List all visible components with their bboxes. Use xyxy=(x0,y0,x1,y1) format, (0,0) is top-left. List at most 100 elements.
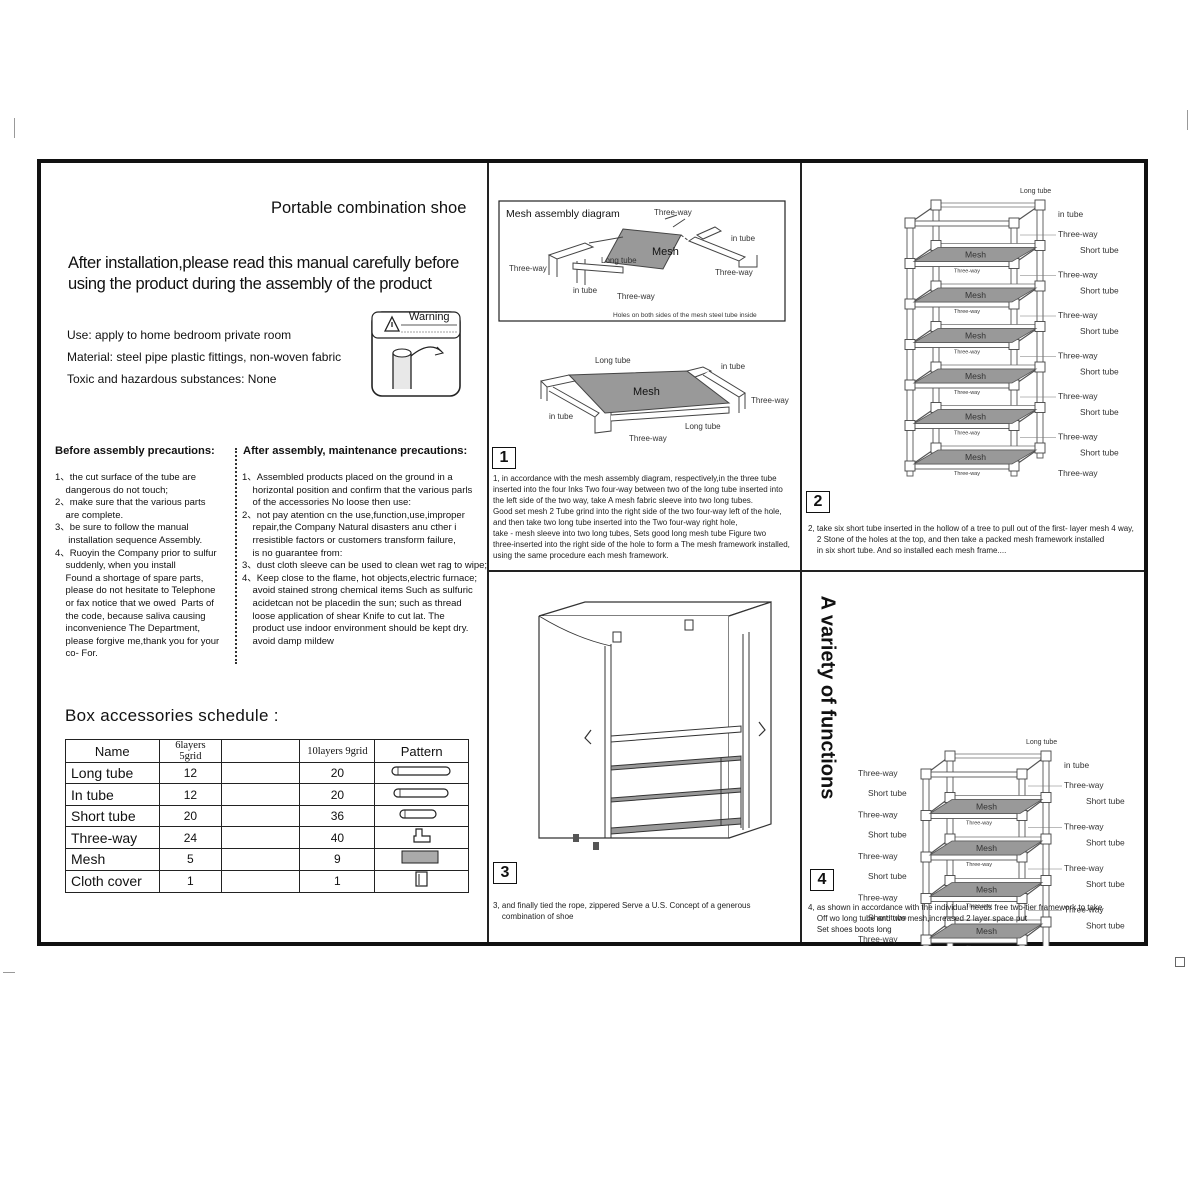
three-way-joint xyxy=(1034,280,1046,292)
three-way-icon xyxy=(374,826,469,850)
intro-line: After installation,please read this manu… xyxy=(68,254,459,272)
step2-text: 2, take six short tube inserted in the h… xyxy=(808,523,1134,556)
label-mesh: Mesh xyxy=(633,386,660,398)
three-way-joint xyxy=(904,298,916,310)
long-tube-icon xyxy=(374,761,469,785)
label-three-way: Three-way xyxy=(966,904,992,910)
text-line: rresistible factors or customers transfo… xyxy=(242,534,456,546)
label-short-tube: Short tube xyxy=(868,871,907,881)
after-heading: After assembly, maintenance precautions: xyxy=(243,445,468,457)
blank-cell xyxy=(221,848,301,871)
label-short-tube: Short tube xyxy=(868,788,907,798)
three-way-joint xyxy=(920,810,932,821)
label-short-tube: Short tube xyxy=(1080,245,1119,255)
after-precautions: 1、Assembled products placed on the groun… xyxy=(242,472,487,648)
text-line: Off wo long tube and two mesh,increased … xyxy=(808,914,1028,923)
label-mesh: Mesh xyxy=(965,250,986,260)
rail xyxy=(909,463,1015,470)
rail xyxy=(909,261,1015,267)
text-line: take - mesh sleeve into two long tubes, … xyxy=(493,529,767,538)
rail xyxy=(949,836,1047,842)
step-number: 2 xyxy=(806,491,830,513)
cloth-cover-icon xyxy=(374,869,469,893)
label-long-tube: Long tube xyxy=(595,356,631,365)
text-line: inserted into the four Inks Two four-way… xyxy=(493,485,783,494)
cloth-wardrobe-diagram xyxy=(538,601,772,850)
mesh-shelf xyxy=(912,449,1038,465)
divider xyxy=(487,163,489,942)
rail xyxy=(935,283,1041,289)
label-long-tube: Long tube xyxy=(601,256,637,265)
blank-cell xyxy=(221,826,301,850)
mesh-assembly-diagram: Three-way in tube Mesh Long tube Three-w… xyxy=(498,200,789,443)
mesh-shelf xyxy=(928,799,1044,814)
text-line: 2 Stone of the holes at the top, and the… xyxy=(808,535,1105,544)
spec-line: Toxic and hazardous substances: None xyxy=(67,372,277,386)
three-way-joint xyxy=(1034,361,1046,373)
label-short-tube: Short tube xyxy=(1086,921,1125,931)
label-three-way: Three-way xyxy=(715,268,753,277)
text-line: co- For. xyxy=(55,648,98,660)
text-line: 1, in accordance with the mesh assembly … xyxy=(493,474,777,483)
warning-icon xyxy=(371,311,461,397)
rail xyxy=(909,220,1015,227)
label-in-tube: in tube xyxy=(1064,760,1089,770)
label-in-tube: in tube xyxy=(1058,209,1083,219)
col-header-10layers: 10layers 9grid xyxy=(299,739,376,763)
three-way-joint xyxy=(944,750,956,762)
blank-cell xyxy=(221,783,301,806)
manual-sheet: Portable combination shoe After installa… xyxy=(37,159,1148,946)
holes-note: Holes on both sides of the mesh steel tu… xyxy=(613,312,757,319)
three-way-joint xyxy=(1040,916,1052,928)
text-line: acidetcan not be placedin the sun; such … xyxy=(242,597,462,609)
text-line: or fax notice that we owed Parts of xyxy=(55,597,214,609)
label-long-tube: Long tube xyxy=(1026,739,1057,746)
crop-mark xyxy=(14,118,15,138)
intro-line: using the product during the assembly of… xyxy=(68,275,432,293)
label-three-way: Three-way xyxy=(654,208,692,217)
part-name: Short tube xyxy=(65,804,160,828)
rail xyxy=(949,878,1047,883)
three-way-joint xyxy=(930,199,942,211)
step4-text: 4, as shown in accordance with the indiv… xyxy=(808,902,1102,935)
table-row: Mesh 5 9 xyxy=(65,848,469,871)
three-way-joint xyxy=(904,217,916,229)
label-three-way: Three-way xyxy=(858,768,898,778)
text-line: repair,the Company Natural disasters anu… xyxy=(242,522,457,534)
rack-frame xyxy=(920,750,1052,946)
label-three-way: Three-way xyxy=(1064,822,1104,832)
text-line: 1、Assembled products placed on the groun… xyxy=(242,472,453,483)
text-line: 2、not pay atention cn the use,function,u… xyxy=(242,509,465,521)
label-mesh: Mesh xyxy=(976,885,997,895)
rail xyxy=(935,364,1041,370)
label-three-way: Three-way xyxy=(954,471,980,477)
qty-10layers: 1 xyxy=(299,869,376,893)
text-line: 3, and finally tied the rope, zippered S… xyxy=(493,901,751,910)
text-line: loose application of shear Knife to cut … xyxy=(242,610,445,622)
divider xyxy=(487,570,1144,572)
three-way-joint xyxy=(1034,321,1046,332)
label-mesh: Mesh xyxy=(965,452,986,462)
rail xyxy=(925,854,1023,861)
short-tube-icon xyxy=(374,804,469,828)
label-three-way: Three-way xyxy=(954,269,980,275)
accessories-table: Name 6layers 5grid 10layers 9grid Patter… xyxy=(65,739,469,893)
three-way-joint xyxy=(904,420,916,431)
mesh-icon xyxy=(374,848,469,871)
rail xyxy=(909,382,1015,389)
rail xyxy=(935,405,1041,410)
text-line: please forgive me,thank you for your xyxy=(55,635,220,647)
col-header-6layers: 6layers 5grid xyxy=(158,739,223,763)
three-way-joint xyxy=(904,460,916,472)
text-line: inconvenience The Department, xyxy=(55,623,201,635)
table-row: Three-way 24 40 xyxy=(65,826,469,850)
label-three-way: Three-way xyxy=(1058,432,1098,442)
text-line: 4、Ruoyin the Company prior to sulfur xyxy=(55,547,217,559)
text-line: avoid stained strong chemical items Such… xyxy=(242,585,473,597)
three-way-joint xyxy=(920,768,932,780)
text-line: installation sequence Assembly. xyxy=(55,534,203,546)
shoe-rack-diagram: MeshThree-wayMeshThree-wayMeshThree-wayM… xyxy=(904,188,1119,478)
label-three-way: Three-way xyxy=(954,390,980,396)
rail xyxy=(925,813,1023,819)
step-number: 1 xyxy=(492,447,516,469)
